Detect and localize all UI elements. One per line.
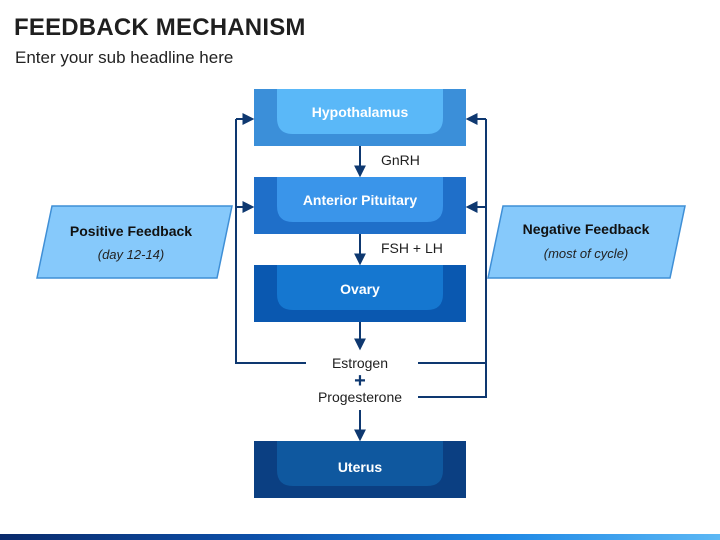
negative-feedback-shape: Negative Feedback (most of cycle)	[487, 205, 686, 279]
plus-sign: +	[354, 370, 366, 392]
progesterone-label: Progesterone	[318, 389, 402, 405]
estrogen-label: Estrogen	[332, 355, 388, 371]
positive-feedback-subtitle: (day 12-14)	[98, 247, 164, 262]
hypothalamus-label: Hypothalamus	[312, 104, 409, 120]
negative-feedback-subtitle: (most of cycle)	[544, 246, 629, 261]
hypothalamus-box: Hypothalamus	[254, 89, 466, 146]
negative-feedback-title: Negative Feedback	[523, 221, 650, 237]
footer-accent-bar	[0, 534, 720, 540]
positive-feedback-shape: Positive Feedback (day 12-14)	[36, 205, 233, 279]
anterior-pituitary-box: Anterior Pituitary	[254, 177, 466, 234]
page-subtitle: Enter your sub headline here	[15, 48, 234, 67]
ovary-label: Ovary	[340, 281, 380, 297]
page-title: FEEDBACK MECHANISM	[14, 14, 306, 41]
anterior-pituitary-label: Anterior Pituitary	[303, 192, 418, 208]
positive-feedback-loop-line	[235, 119, 306, 364]
fsh-lh-label: FSH + LH	[381, 240, 443, 256]
gnrh-label: GnRH	[381, 152, 420, 168]
uterus-box: Uterus	[254, 441, 466, 498]
positive-feedback-title: Positive Feedback	[70, 223, 192, 239]
ovary-box: Ovary	[254, 265, 466, 322]
uterus-label: Uterus	[338, 459, 383, 475]
negative-feedback-loop-line	[418, 119, 487, 398]
